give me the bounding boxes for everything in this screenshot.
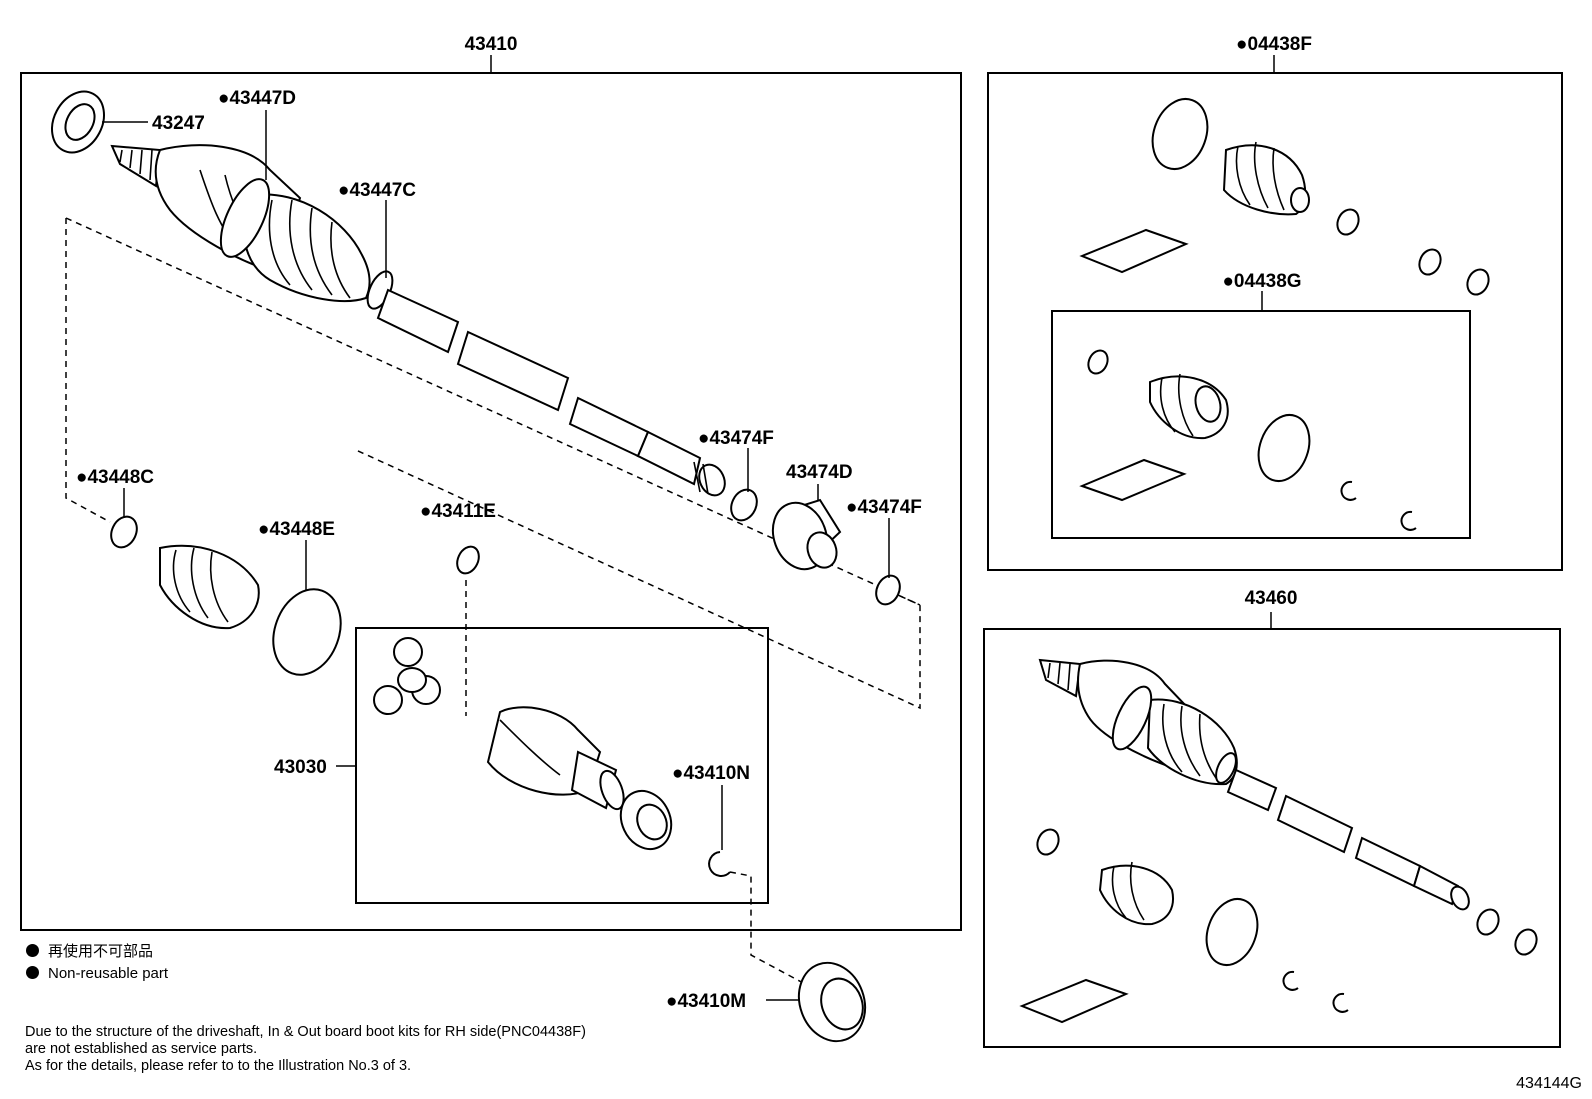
shaft bbox=[376, 288, 702, 486]
inboard-boot-kit-box bbox=[1051, 310, 1471, 539]
rh-drive-shaft[interactable] bbox=[1019, 658, 1541, 1024]
inboard-boot-43448E[interactable] bbox=[159, 544, 260, 630]
rh-assembly-group: 43460 bbox=[983, 588, 1561, 1048]
main-assembly-group: 43410 bbox=[20, 34, 962, 931]
kit-g-snap-ring-2[interactable] bbox=[1400, 510, 1417, 531]
note-line-2: are not established as service parts. bbox=[25, 1041, 258, 1057]
kit-g-clamp[interactable] bbox=[1085, 347, 1111, 376]
label-43410N[interactable]: ●43410N bbox=[672, 763, 750, 784]
outboard-boot-kit-group: ●04438F bbox=[987, 34, 1563, 571]
dust-seal-43247[interactable] bbox=[42, 82, 114, 161]
legend-item-jp: 再使用不可部品 bbox=[26, 940, 153, 961]
non-reusable-dot-icon bbox=[26, 966, 39, 979]
label-43474F-a[interactable]: ●43474F bbox=[698, 428, 774, 449]
label-43410[interactable]: 43410 bbox=[465, 34, 518, 55]
clamp-43474F-b[interactable] bbox=[872, 572, 905, 608]
figure-id: 434144G bbox=[1516, 1075, 1582, 1092]
label-43411E[interactable]: ●43411E bbox=[420, 501, 496, 522]
boot-clamp-43448C[interactable] bbox=[106, 512, 141, 551]
rh-assembly-box bbox=[983, 628, 1561, 1048]
note-line-1: Due to the structure of the driveshaft, … bbox=[25, 1024, 586, 1040]
kit-inboard-boot[interactable] bbox=[1149, 373, 1229, 440]
kit-clamp-3[interactable] bbox=[1463, 266, 1492, 298]
tripod bbox=[373, 637, 441, 715]
inboard-housing bbox=[486, 706, 625, 811]
label-43030[interactable]: 43030 bbox=[274, 757, 327, 778]
inboard-boot-kit-group: ●04438G bbox=[1051, 271, 1471, 539]
clamp-43474F-a[interactable] bbox=[726, 485, 761, 524]
boot-band-43447D[interactable] bbox=[211, 172, 279, 263]
label-43447D[interactable]: ●43447D bbox=[218, 88, 296, 109]
seal-ring-43030 bbox=[619, 789, 673, 851]
inboard-boot-kit-parts[interactable] bbox=[1079, 347, 1417, 531]
non-reusable-dot-icon bbox=[26, 944, 39, 957]
outboard-boot[interactable] bbox=[243, 193, 371, 302]
legend-item-en: Non-reusable part bbox=[26, 965, 168, 982]
snap-ring-43410N[interactable] bbox=[708, 851, 731, 877]
dynamic-damper-43474D[interactable] bbox=[764, 495, 842, 577]
main-drive-shaft[interactable] bbox=[42, 82, 905, 684]
label-43447C[interactable]: ●43447C bbox=[338, 180, 416, 201]
kit-grease-packet[interactable] bbox=[1079, 228, 1189, 274]
label-04438F[interactable]: ●04438F bbox=[1236, 34, 1312, 55]
bearing-43410M[interactable] bbox=[788, 953, 876, 1050]
label-43410M[interactable]: ●43410M bbox=[666, 991, 746, 1012]
service-note: Due to the structure of the driveshaft, … bbox=[25, 1024, 586, 1075]
label-43460[interactable]: 43460 bbox=[1245, 588, 1298, 609]
outboard-boot-kit-parts[interactable] bbox=[1079, 91, 1493, 298]
kit-g-band[interactable] bbox=[1250, 408, 1318, 488]
boot-band-43448E[interactable] bbox=[262, 580, 352, 685]
inboard-joint-group: 43030 bbox=[274, 627, 769, 904]
kit-outboard-boot[interactable] bbox=[1222, 141, 1310, 216]
kit-clamp-1[interactable] bbox=[1333, 206, 1362, 238]
outboard-boot-kit-box bbox=[987, 72, 1563, 571]
note-line-3: As for the details, please refer to to t… bbox=[25, 1058, 412, 1074]
label-43474F-b[interactable]: ●43474F bbox=[846, 497, 922, 518]
inboard-tripod-joint[interactable] bbox=[373, 637, 731, 877]
label-43448C[interactable]: ●43448C bbox=[76, 467, 154, 488]
snap-ring-43411E[interactable] bbox=[453, 543, 483, 577]
label-43247[interactable]: 43247 bbox=[152, 113, 205, 134]
label-04438G[interactable]: ●04438G bbox=[1222, 271, 1301, 292]
outboard-spline bbox=[110, 144, 162, 188]
label-43448E[interactable]: ●43448E bbox=[258, 519, 335, 540]
inboard-spline bbox=[693, 461, 726, 497]
kit-clamp-2[interactable] bbox=[1415, 246, 1444, 278]
label-43474D[interactable]: 43474D bbox=[786, 462, 853, 483]
kit-g-snap-ring-1[interactable] bbox=[1340, 480, 1357, 501]
kit-g-grease-packet[interactable] bbox=[1079, 458, 1187, 502]
part-labels: 43247 ●43447D ●43447C ●43474F 43474D ●43… bbox=[76, 88, 922, 1012]
kit-band-large[interactable] bbox=[1143, 91, 1216, 176]
